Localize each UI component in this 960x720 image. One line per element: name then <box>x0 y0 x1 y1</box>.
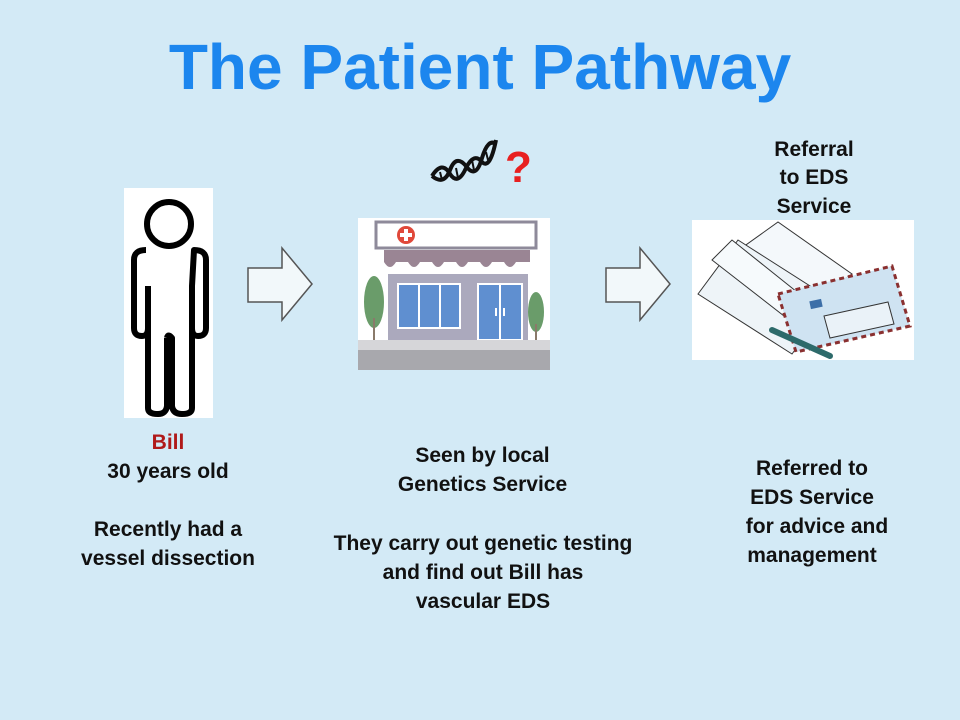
patient-age: 30 years old <box>107 460 229 483</box>
step3-line1: Referred to <box>755 457 869 480</box>
referral-header-line2: to EDS <box>779 166 849 189</box>
patient-name: Bill <box>151 431 185 454</box>
referral-header-line3: Service <box>776 195 852 218</box>
arrow-right-icon <box>247 246 313 323</box>
referral-header-line1: Referral <box>774 138 854 161</box>
person-outline-icon <box>131 199 209 417</box>
person-image <box>124 188 213 418</box>
arrow-right-icon <box>605 246 671 323</box>
patient-history-line1: Recently had a <box>93 518 243 541</box>
step3-line4: management <box>747 544 877 567</box>
step3-line2: EDS Service <box>750 486 874 509</box>
step3-line3: for advice and <box>745 515 889 538</box>
step2-line5: vascular EDS <box>415 590 551 613</box>
step2-line3: They carry out genetic testing <box>333 532 633 555</box>
step2-line1: Seen by local <box>415 444 550 467</box>
step2-line2: Genetics Service <box>397 473 568 496</box>
question-mark: ? <box>505 143 532 192</box>
dna-icon <box>430 139 498 182</box>
medical-clinic-image <box>358 218 550 370</box>
page-title: The Patient Pathway <box>168 31 792 103</box>
step2-line4: and find out Bill has <box>382 561 584 584</box>
medical-clinic-icon <box>358 218 550 370</box>
letters-envelope-icon <box>692 220 914 360</box>
patient-history-line2: vessel dissection <box>81 547 255 570</box>
letters-image <box>692 220 914 360</box>
